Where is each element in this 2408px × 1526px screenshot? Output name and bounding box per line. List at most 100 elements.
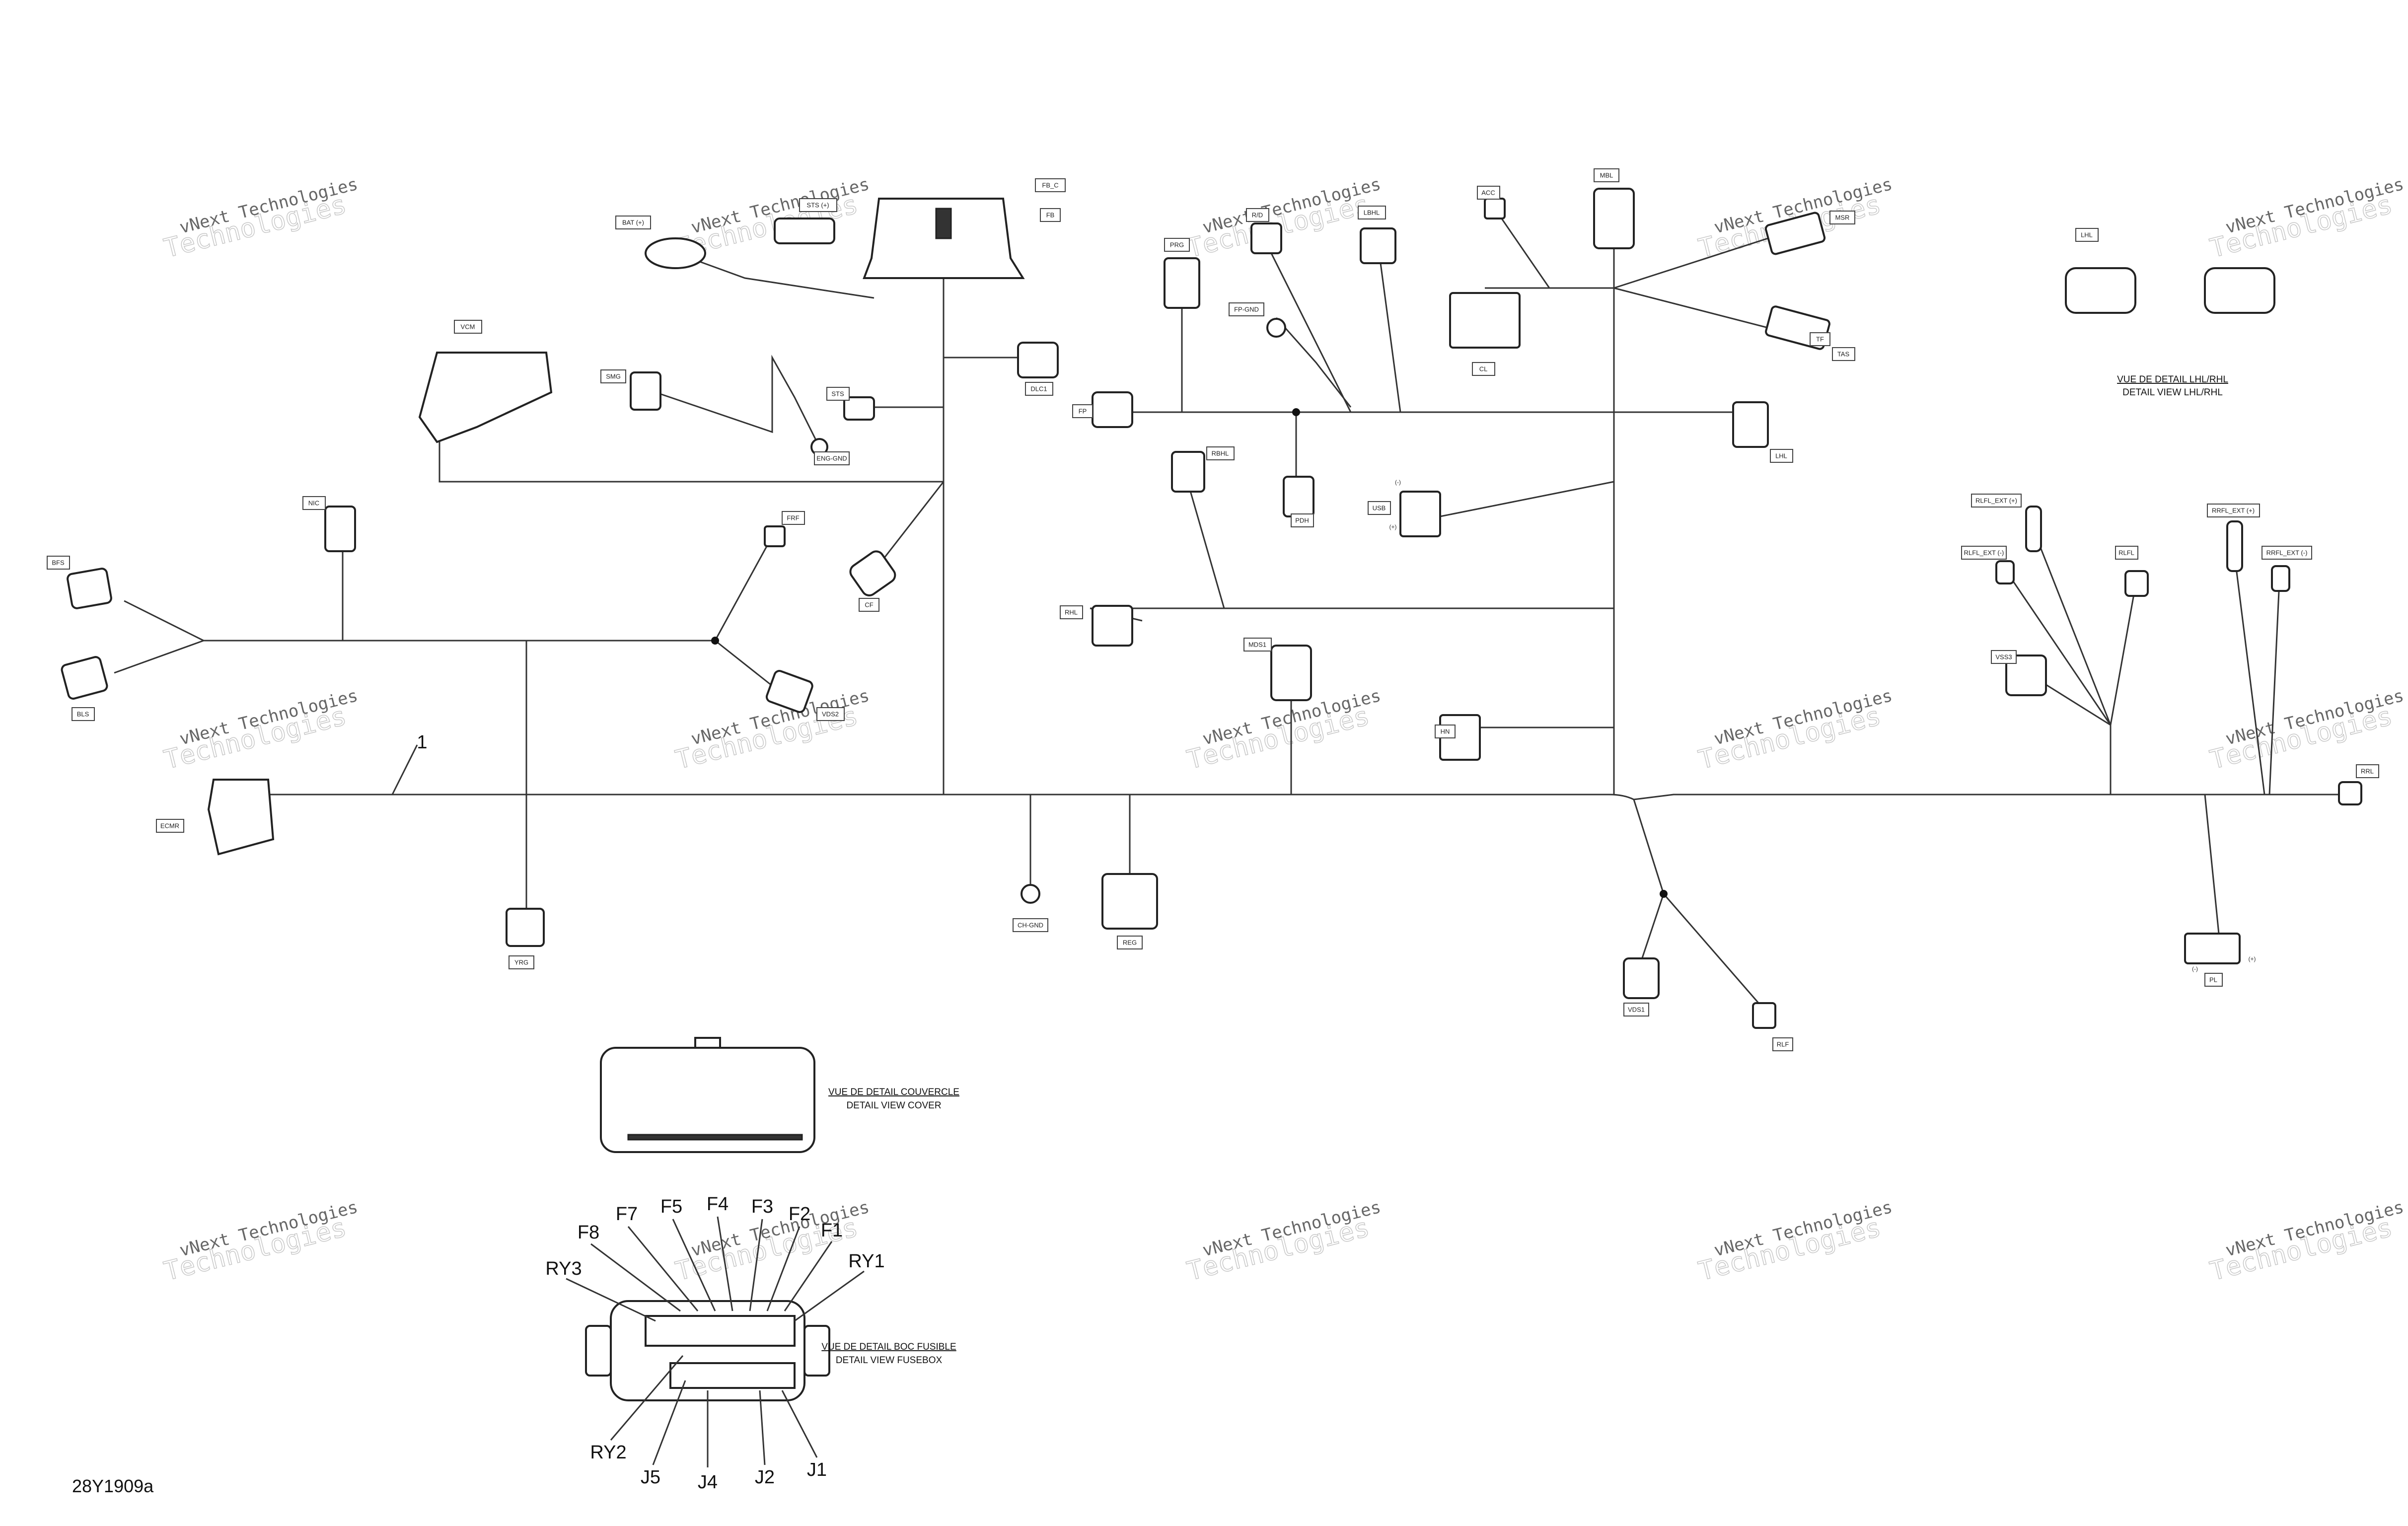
watermark: Technologies vNext Technologies — [1184, 174, 1383, 264]
connector-tag: FP — [1072, 404, 1093, 418]
connector-cl — [1449, 292, 1521, 349]
connector-tag: R/D — [1246, 208, 1269, 222]
svg-text:J1: J1 — [807, 1459, 827, 1480]
svg-text:DETAIL VIEW FUSEBOX: DETAIL VIEW FUSEBOX — [836, 1355, 943, 1366]
figure-reference: 28Y1909a — [72, 1476, 154, 1496]
connector-mbl — [1593, 188, 1635, 249]
connector-rlfl — [2124, 570, 2149, 597]
watermark: Technologies vNext Technologies — [1695, 686, 1895, 776]
svg-text:DETAIL VIEW COVER: DETAIL VIEW COVER — [846, 1100, 941, 1111]
connector-tag: ECMR — [156, 819, 184, 833]
fusebox-j-row — [669, 1362, 796, 1389]
svg-text:(-): (-) — [2192, 965, 2198, 972]
svg-text:HN: HN — [1441, 728, 1450, 735]
connector-pdh — [1283, 476, 1314, 517]
connector-rlfl-ext-plus — [2025, 506, 2042, 552]
fusebox-latch — [935, 208, 952, 239]
connector-tag: RBHL — [1206, 446, 1235, 460]
svg-text:LHL: LHL — [2081, 231, 2093, 239]
connector-tag: RRFL_EXT (-) — [2262, 546, 2312, 560]
connector-smg — [630, 371, 661, 411]
svg-text:(+): (+) — [2249, 955, 2256, 962]
wire-bat — [690, 257, 875, 299]
svg-text:VCM: VCM — [461, 323, 475, 331]
wire-tas — [1613, 287, 1768, 329]
wire-fp-gnd — [1275, 317, 1352, 408]
connector-rrfl-ext-plus — [2226, 520, 2243, 572]
connector-tag: MBL — [1594, 168, 1619, 182]
wire-msr — [1613, 237, 1768, 289]
connector-tag: PL — [2204, 973, 2223, 987]
watermark-layer: Technologies vNext Technologies Technolo… — [161, 174, 2406, 1287]
wire-rd — [1260, 233, 1352, 413]
connector-tag: CH-GND — [1013, 918, 1048, 932]
leader-f7 — [627, 1226, 699, 1311]
fusebox-ear-left — [585, 1325, 612, 1377]
harness-wires — [114, 208, 2354, 1009]
svg-text:ENG-GND: ENG-GND — [816, 455, 847, 462]
leader-ry1 — [794, 1270, 865, 1322]
watermark: Technologies vNext Technologies — [2207, 174, 2406, 264]
connector-tag: USB — [1368, 501, 1391, 515]
svg-text:STS: STS — [831, 390, 844, 398]
svg-text:F8: F8 — [578, 1222, 599, 1243]
fusebox-ear-right — [803, 1325, 830, 1377]
svg-text:VUE DE DETAIL COUVERCLE: VUE DE DETAIL COUVERCLE — [828, 1087, 959, 1097]
connector-sts-plus — [774, 218, 835, 244]
svg-text:(-): (-) — [1395, 479, 1401, 486]
connector-tag: MDS1 — [1243, 638, 1272, 652]
connector-tag: VDS2 — [816, 707, 845, 721]
detail-view-fusebox: VUE DE DETAIL BOC FUSIBLE DETAIL VIEW FU… — [545, 1194, 956, 1493]
wire-bfs — [124, 600, 204, 642]
svg-text:F2: F2 — [789, 1204, 810, 1225]
connector-sts — [843, 396, 875, 421]
connector-tag: NIC — [302, 496, 326, 510]
connector-lhl-detail — [2065, 267, 2136, 314]
svg-text:VSS3: VSS3 — [1995, 654, 2012, 661]
connector-dlc1 — [1017, 342, 1059, 378]
svg-text:REG: REG — [1123, 939, 1137, 946]
connector-tag: STS — [826, 387, 850, 401]
connector-rlfl-ext-minus — [1995, 560, 2015, 584]
svg-text:VDS2: VDS2 — [822, 711, 839, 718]
svg-text:VDS1: VDS1 — [1628, 1006, 1645, 1014]
connector-ch-gnd — [1021, 884, 1040, 904]
svg-text:SMG: SMG — [606, 373, 621, 380]
svg-text:ACC: ACC — [1481, 189, 1495, 197]
connector-vds2 — [765, 670, 813, 713]
leader-j5 — [652, 1380, 686, 1465]
connector-tag: RLF — [1772, 1037, 1793, 1051]
svg-text:J4: J4 — [698, 1472, 718, 1493]
connector-fp-gnd — [1266, 318, 1286, 338]
wire-frf — [714, 536, 773, 641]
connector-tag: ENG-GND — [814, 451, 850, 465]
cover-stripe — [627, 1134, 803, 1141]
svg-text:1: 1 — [417, 732, 427, 753]
svg-text:RRFL_EXT (-): RRFL_EXT (-) — [2266, 549, 2308, 557]
connector-vss3 — [2005, 654, 2047, 696]
svg-text:RRFL_EXT (+): RRFL_EXT (+) — [2212, 507, 2255, 514]
connector-labels: FB_C FB BAT (+) STS (+) VCM SMG STS ENG-… — [47, 168, 2379, 1051]
connector-tag: VSS3 — [1991, 650, 2017, 664]
connector-tag: VCM — [454, 320, 482, 334]
connector-tag: PRG — [1164, 238, 1190, 252]
svg-text:USB: USB — [1373, 505, 1386, 512]
connector-tag: RLFL_EXT (+) — [1971, 494, 2022, 508]
connector-nic — [324, 506, 356, 552]
watermark: Technologies vNext Technologies — [161, 1197, 360, 1287]
svg-text:RRL: RRL — [2361, 768, 2374, 775]
leader-j2 — [759, 1390, 766, 1465]
wire-rrfl-ext — [2234, 556, 2280, 795]
junction-node — [711, 637, 719, 645]
leader-f2 — [766, 1226, 801, 1311]
connector-rbhl — [1171, 451, 1205, 493]
connector-tag: SMG — [600, 369, 626, 383]
wire-usb — [1440, 481, 1614, 517]
connector-tag: YRG — [509, 955, 534, 969]
svg-text:VUE DE DETAIL LHL/RHL: VUE DE DETAIL LHL/RHL — [2117, 374, 2228, 385]
svg-text:R/D: R/D — [1252, 212, 1263, 219]
detail-view-cover: VUE DE DETAIL COUVERCLE DETAIL VIEW COVE… — [600, 1037, 959, 1153]
svg-text:NIC: NIC — [308, 500, 319, 507]
connector-tag: RRL — [2356, 764, 2379, 778]
svg-text:RY3: RY3 — [545, 1258, 582, 1279]
